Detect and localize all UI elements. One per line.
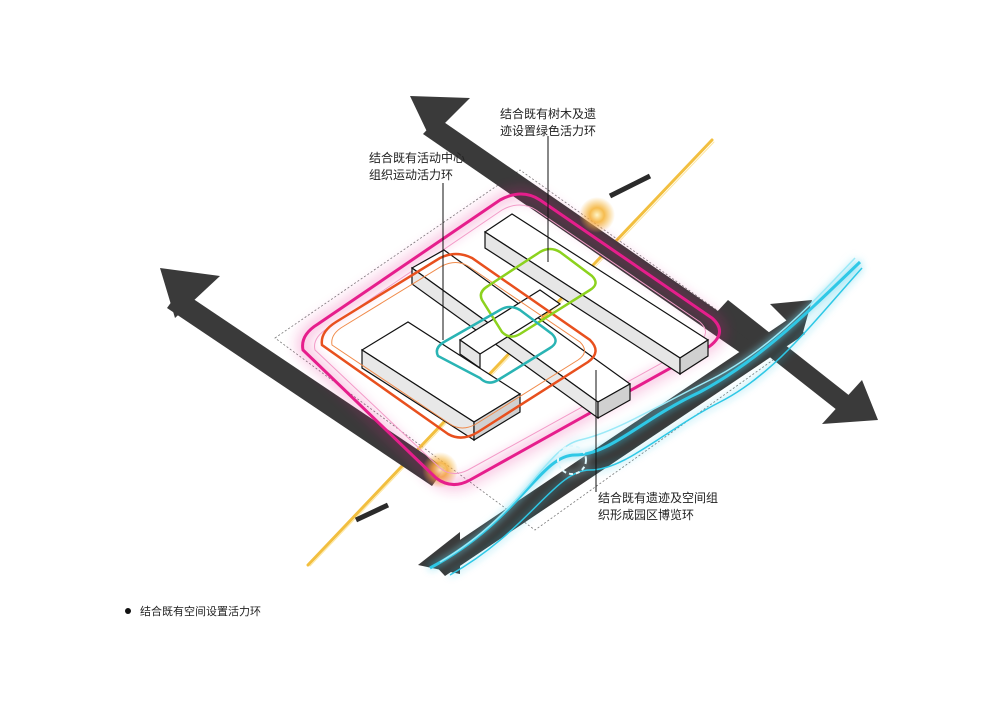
annotation-green-line1: 结合既有树木及遗 bbox=[500, 107, 597, 121]
annotation-green-line2: 迹设置绿色活力环 bbox=[500, 124, 597, 138]
annotation-orange-ring: 结合既有活动中心 组织运动活力环 bbox=[369, 150, 465, 184]
building-top-right bbox=[483, 213, 710, 376]
road-southwest bbox=[418, 300, 812, 576]
road-southeast bbox=[715, 300, 878, 424]
glow-spot-ne bbox=[579, 197, 615, 233]
annotation-orange-line2: 组织运动活力环 bbox=[369, 168, 454, 182]
orange-sports-ring bbox=[320, 252, 597, 439]
annotation-blue-ring: 结合既有遗迹及空间组 织形成园区博览环 bbox=[598, 490, 718, 524]
legend-bullet-icon bbox=[125, 608, 131, 614]
teal-ring bbox=[435, 305, 557, 384]
annotation-orange-line1: 结合既有活动中心 bbox=[369, 151, 466, 165]
annotation-green-ring: 结合既有树木及遗 迹设置绿色活力环 bbox=[500, 106, 596, 140]
green-vitality-ring bbox=[479, 247, 597, 338]
annotation-blue-line2: 织形成园区博览环 bbox=[598, 508, 695, 522]
magenta-vitality-ring bbox=[298, 189, 724, 489]
road-west bbox=[160, 268, 445, 486]
legend-label: 结合既有空间设置活力环 bbox=[140, 605, 261, 618]
annotation-blue-line1: 结合既有遗迹及空间组 bbox=[598, 491, 719, 505]
cyan-museum-path bbox=[429, 257, 863, 576]
